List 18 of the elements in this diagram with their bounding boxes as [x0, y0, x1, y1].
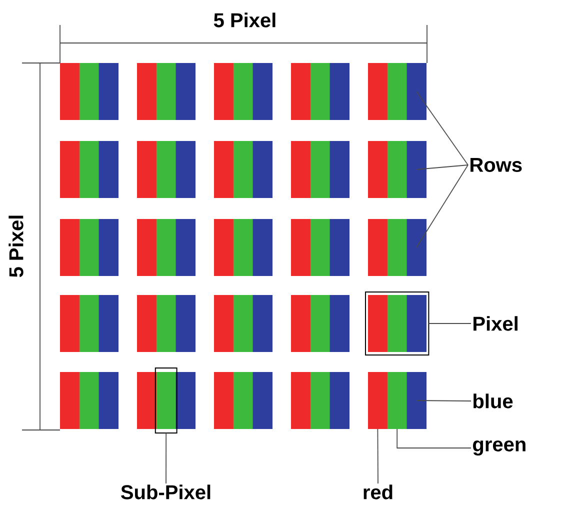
leader-line	[416, 400, 472, 402]
callout-label: green	[473, 440, 526, 456]
leader-line	[377, 428, 378, 484]
pixel-frame	[365, 292, 430, 356]
leader-line	[166, 432, 167, 484]
leader-line	[396, 428, 472, 448]
leader-line	[428, 323, 472, 324]
sub-pixel-frame	[154, 368, 178, 434]
callout-label: Rows	[470, 158, 522, 172]
dimension-label: 5 Pixel	[8, 216, 24, 278]
leader-line	[416, 91, 468, 166]
dimension-label: 5 Pixel	[214, 12, 276, 28]
callout-label: blue	[474, 394, 513, 408]
leader-line	[416, 164, 468, 248]
callout-label: Sub-Pixel	[121, 484, 210, 500]
callout-label: red	[364, 484, 392, 500]
callout-label: Pixel	[474, 316, 518, 331]
leader-line	[416, 164, 468, 170]
